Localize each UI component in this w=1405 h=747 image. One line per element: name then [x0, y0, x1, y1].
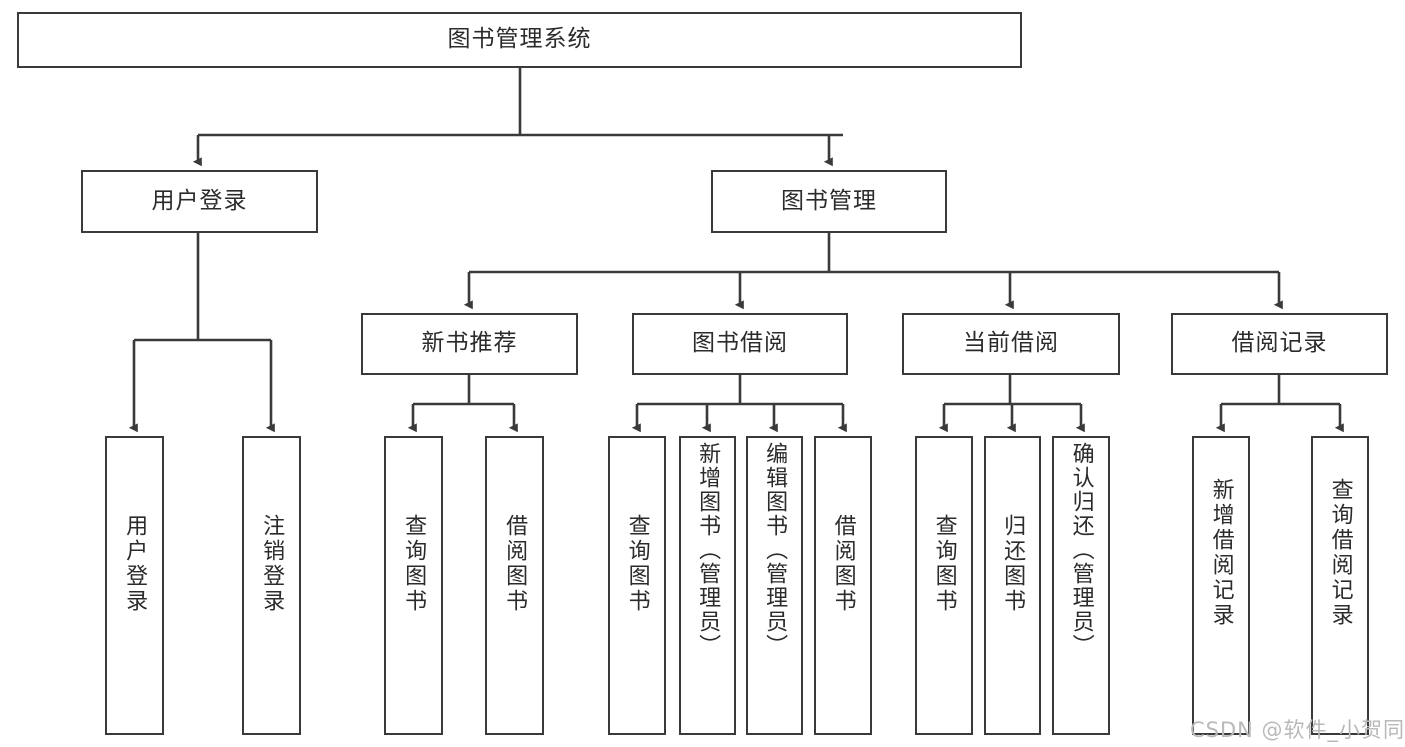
node-label: 借阅记录	[1231, 330, 1328, 357]
node-label: 用户登录	[151, 187, 248, 214]
leaf-current-borrow-query[interactable]: 查询图书	[915, 436, 973, 735]
node-label: 编辑图书（管理员）	[762, 442, 788, 658]
node-label: 用户登录	[122, 514, 148, 614]
node-new-book-recommend[interactable]: 新书推荐	[361, 313, 578, 375]
leaf-book-borrow-edit[interactable]: 编辑图书（管理员）	[746, 436, 803, 735]
node-label: 借阅图书	[830, 514, 856, 614]
node-label: 查询图书	[624, 514, 650, 614]
leaf-borrow-record-query[interactable]: 查询借阅记录	[1311, 436, 1369, 735]
node-label: 确认归还（管理员）	[1068, 442, 1094, 658]
node-label: 归还图书	[1000, 514, 1026, 614]
node-label: 查询借阅记录	[1327, 478, 1353, 628]
node-label: 注销登录	[259, 514, 285, 614]
node-borrow-record[interactable]: 借阅记录	[1171, 313, 1388, 375]
node-label: 新增图书（管理员）	[695, 442, 721, 658]
node-label: 图书管理系统	[447, 26, 592, 53]
leaf-current-borrow-confirm-return[interactable]: 确认归还（管理员）	[1052, 436, 1110, 735]
node-label: 图书管理	[781, 187, 877, 214]
leaf-user-login-signout[interactable]: 注销登录	[242, 436, 301, 735]
node-root[interactable]: 图书管理系统	[17, 12, 1022, 68]
node-label: 新书推荐	[421, 330, 518, 357]
node-label: 当前借阅	[963, 330, 1059, 357]
leaf-book-borrow-borrow[interactable]: 借阅图书	[814, 436, 872, 735]
node-user-login[interactable]: 用户登录	[81, 170, 318, 233]
node-label: 图书借阅	[692, 330, 788, 357]
csdn-watermark: CSDN @软件_小贺同学	[1190, 718, 1405, 742]
leaf-borrow-record-add[interactable]: 新增借阅记录	[1192, 436, 1250, 735]
node-current-borrow[interactable]: 当前借阅	[902, 313, 1120, 375]
leaf-book-borrow-add[interactable]: 新增图书（管理员）	[679, 436, 736, 735]
leaf-new-book-query[interactable]: 查询图书	[384, 436, 443, 735]
node-label: 查询图书	[401, 514, 427, 614]
node-label: 借阅图书	[502, 514, 528, 614]
node-book-management[interactable]: 图书管理	[711, 170, 947, 233]
leaf-new-book-borrow[interactable]: 借阅图书	[485, 436, 544, 735]
node-label: 查询图书	[931, 514, 957, 614]
leaf-book-borrow-query[interactable]: 查询图书	[608, 436, 666, 735]
node-label: 新增借阅记录	[1208, 478, 1234, 628]
node-book-borrow[interactable]: 图书借阅	[632, 313, 848, 375]
leaf-user-login-signin[interactable]: 用户登录	[105, 436, 164, 735]
leaf-current-borrow-return[interactable]: 归还图书	[984, 436, 1041, 735]
